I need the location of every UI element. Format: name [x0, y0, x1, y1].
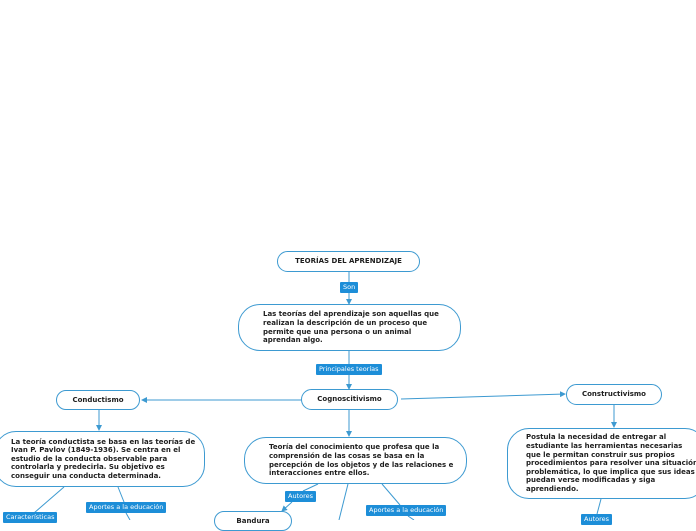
edge-conductismo-caracteristicas	[33, 486, 65, 514]
bandura-node[interactable]: Bandura	[214, 511, 292, 531]
label-caracteristicas[interactable]: Características	[3, 512, 58, 523]
cognoscitivismo-desc-text: Teoría del conocimiento que profesa que …	[269, 443, 454, 478]
edge-constructivismo-autores	[596, 498, 602, 515]
label-principales-teorias[interactable]: Principales teorías	[316, 364, 382, 375]
connector-lines	[33, 272, 617, 520]
edge-cognos-autores	[302, 483, 319, 492]
label-son[interactable]: Son	[340, 282, 359, 293]
label-aportes-conductismo[interactable]: Aportes a la educación	[86, 502, 167, 513]
conductismo-desc-node[interactable]: La teoría conductista se basa en las teo…	[0, 431, 205, 487]
constructivismo-node[interactable]: Constructivismo	[566, 384, 662, 405]
root-node[interactable]: TEORÍAS DEL APRENDIZAJE	[277, 251, 420, 272]
definition-node-text: Las teorías del aprendizaje son aquellas…	[263, 310, 439, 345]
edge-cognos-aportes	[381, 483, 401, 506]
edge-cognoscitivismo-constructivismo	[400, 391, 566, 400]
constructivismo-desc-node[interactable]: Postula la necesidad de entregar al estu…	[507, 428, 696, 499]
root-node-text: TEORÍAS DEL APRENDIZAJE	[295, 257, 402, 266]
constructivismo-node-text: Constructivismo	[581, 390, 646, 399]
definition-node[interactable]: Las teorías del aprendizaje son aquellas…	[238, 304, 461, 351]
conductismo-node-text: Conductismo	[72, 395, 124, 404]
conductismo-desc-text: La teoría conductista se basa en las teo…	[11, 437, 196, 480]
edge-cognos-down	[338, 483, 349, 520]
cognoscitivismo-node-text: Cognoscitivismo	[317, 395, 382, 404]
edge-autores-bandura	[281, 501, 293, 512]
edge-aportes-cognos-down	[407, 515, 415, 520]
cognoscitivismo-desc-node[interactable]: Teoría del conocimiento que profesa que …	[244, 437, 467, 484]
label-aportes-cognoscitivismo[interactable]: Aportes a la educación	[366, 505, 447, 516]
constructivismo-desc-text: Postula la necesidad de entregar al estu…	[526, 433, 696, 493]
bandura-node-text: Bandura	[236, 517, 270, 525]
edge-aportes-conductismo-down	[125, 512, 131, 520]
cognoscitivismo-node[interactable]: Cognoscitivismo	[301, 389, 398, 410]
label-autores-cognoscitivismo[interactable]: Autores	[285, 491, 317, 502]
conductismo-node[interactable]: Conductismo	[56, 390, 140, 410]
edge-conductismo-aportes	[117, 486, 125, 503]
